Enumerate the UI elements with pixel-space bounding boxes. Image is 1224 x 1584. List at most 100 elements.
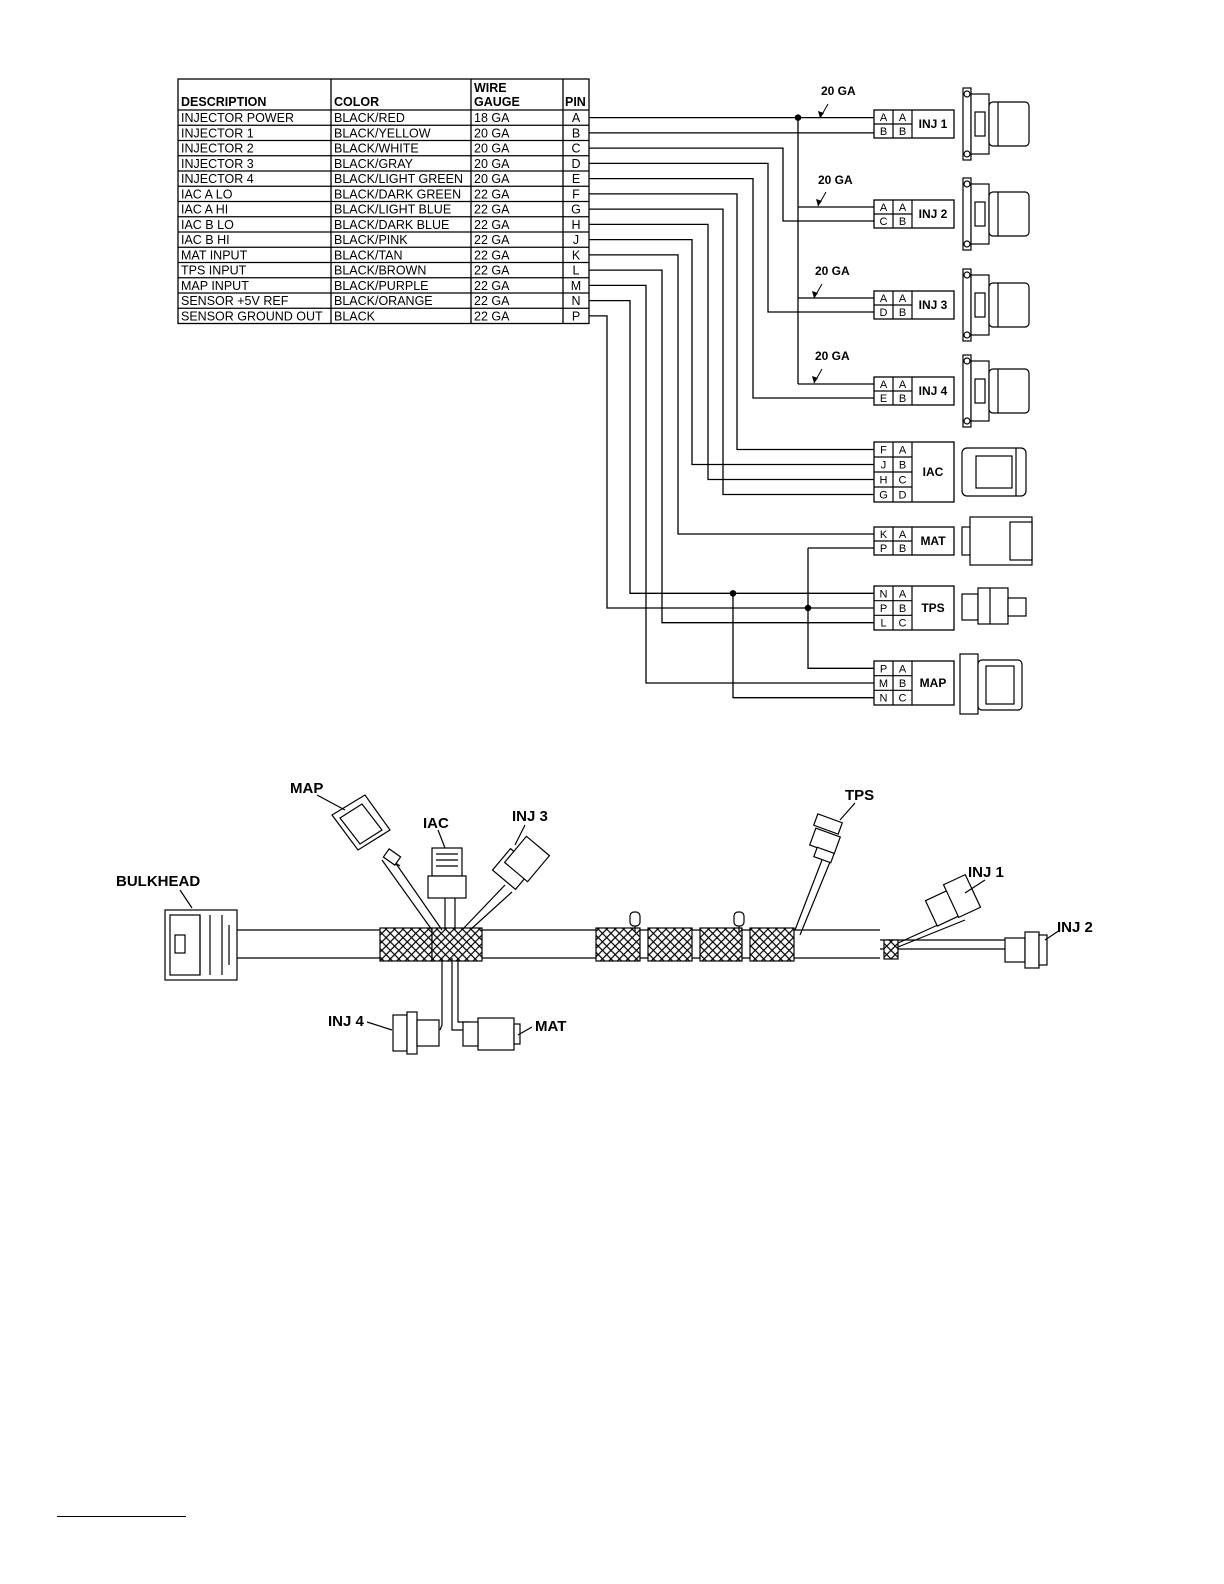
wire [589, 223, 874, 481]
harness-pin: H [880, 475, 888, 487]
connector-icons [959, 87, 1033, 715]
connector-pin: D [899, 490, 907, 502]
table-cell-color: BLACK/DARK BLUE [334, 218, 449, 232]
harness-pin: N [880, 693, 888, 705]
harness-pin: G [879, 490, 888, 502]
table-cell-description: INJECTOR 1 [181, 126, 254, 140]
table-cell-color: BLACK/BROWN [334, 264, 426, 278]
connector-label: INJ 2 [919, 207, 948, 221]
connector-pin: A [899, 379, 907, 391]
connector-pin: B [899, 543, 906, 555]
harness-pin: L [880, 618, 886, 630]
harness-pin: D [880, 307, 888, 319]
harness-pin: A [880, 112, 888, 124]
table-cell-pin: D [571, 157, 580, 171]
table-cell-gauge: 20 GA [474, 142, 510, 156]
wire [589, 269, 874, 624]
inj1-connector-icon [962, 87, 1030, 161]
table-cell-color: BLACK/PINK [334, 233, 408, 247]
harness-pin: P [880, 663, 887, 675]
inj4-connector-drawing [392, 1011, 440, 1055]
leader-lines [179, 794, 1061, 1036]
wire [589, 162, 874, 313]
table-cell-description: INJECTOR POWER [181, 111, 294, 125]
label-inj3: INJ 3 [512, 808, 548, 825]
table-cell-gauge: 22 GA [474, 187, 510, 201]
table-cell-pin: N [571, 294, 580, 308]
table-header-description: DESCRIPTION [181, 95, 266, 109]
wire [589, 208, 874, 496]
table-cell-gauge: 22 GA [474, 203, 510, 217]
table-cell-color: BLACK/YELLOW [334, 126, 431, 140]
connector-pin: B [899, 126, 906, 138]
label-inj4: INJ 4 [328, 1013, 365, 1030]
table-cell-description: SENSOR GROUND OUT [181, 309, 323, 323]
table-header-gauge_line1: WIRE [474, 81, 507, 95]
harness-clips [629, 911, 745, 932]
label-iac: IAC [423, 815, 449, 832]
wire [589, 315, 874, 609]
table-cell-gauge: 22 GA [474, 294, 510, 308]
table-header-color: COLOR [334, 95, 379, 109]
table-cell-description: INJECTOR 2 [181, 142, 254, 156]
table-cell-pin: L [573, 264, 580, 278]
connector-pin: A [899, 445, 907, 457]
table-cell-gauge: 22 GA [474, 233, 510, 247]
harness-illustration [164, 794, 1061, 1055]
map-connector-icon [959, 653, 1023, 715]
table-cell-color: BLACK/LIGHT GREEN [334, 172, 463, 186]
table-cell-pin: G [571, 203, 581, 217]
inj2-connector-icon [962, 177, 1030, 251]
connector-pin: A [899, 529, 907, 541]
inj3-connector-icon [962, 268, 1030, 342]
harness-pin: N [880, 588, 888, 600]
gauge-arrowhead [812, 291, 818, 298]
table-cell-gauge: 22 GA [474, 309, 510, 323]
wire [732, 593, 874, 699]
table-cell-description: IAC A LO [181, 187, 233, 201]
table-cell-gauge: 20 GA [474, 172, 510, 186]
wire [589, 254, 874, 535]
iac-connector-drawing [427, 847, 467, 899]
table-cell-pin: M [571, 279, 581, 293]
label-inj1: INJ 1 [968, 864, 1004, 881]
gauge-arrowhead [816, 199, 822, 206]
connector-label: INJ 4 [919, 384, 948, 398]
inj4-connector-icon [962, 354, 1030, 428]
connector-pin: B [899, 678, 906, 690]
wire [589, 177, 874, 399]
table-cell-color: BLACK/GRAY [334, 157, 414, 171]
gauge-arrowhead [818, 111, 824, 118]
harness-branches [381, 854, 831, 1031]
table-cell-description: MAT INPUT [181, 248, 248, 262]
wire [589, 147, 874, 222]
gauge-note: 20 GA [815, 264, 850, 278]
tps-connector-icon [961, 587, 1027, 625]
table-cell-description: IAC B HI [181, 233, 230, 247]
label-tps: TPS [845, 787, 874, 804]
bulkhead-connector-drawing [164, 909, 238, 981]
table-cell-color: BLACK/PURPLE [334, 279, 428, 293]
table-cell-pin: K [572, 248, 581, 262]
table-cell-gauge: 22 GA [474, 279, 510, 293]
connector-label: MAT [920, 534, 946, 548]
wire [589, 238, 874, 466]
junction-dot [794, 114, 802, 121]
table-cell-pin: B [572, 126, 580, 140]
connector-pin: A [899, 293, 907, 305]
connector-pin: A [899, 663, 907, 675]
table-header-gauge_line2: GAUGE [474, 95, 520, 109]
connector-pin: A [899, 588, 907, 600]
table-cell-pin: A [572, 111, 581, 125]
label-inj2: INJ 2 [1057, 919, 1093, 936]
table-cell-gauge: 18 GA [474, 111, 510, 125]
label-mat: MAT [535, 1018, 566, 1035]
connector-pin: C [899, 475, 907, 487]
